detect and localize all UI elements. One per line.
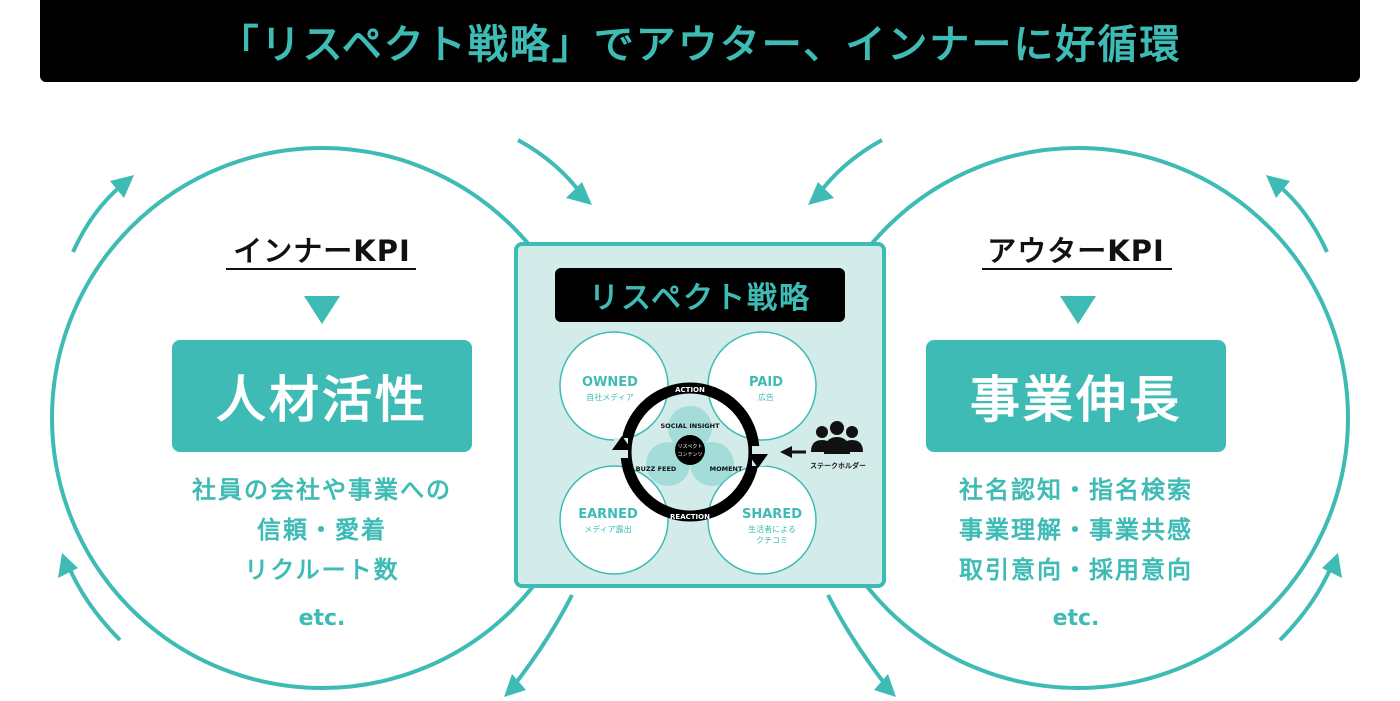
outer-result-box: 事業伸長 — [926, 340, 1226, 452]
outer-kpi-line: 事業理解・事業共感 — [959, 516, 1193, 544]
cycle-arrow-icon — [612, 436, 632, 450]
core-label: コンテンツ — [677, 452, 702, 458]
arrowhead-icon — [1266, 175, 1290, 198]
outer-etc: etc. — [1052, 606, 1100, 631]
inner-result-label: 人材活性 — [216, 371, 428, 429]
quadrant-title: EARNED — [578, 507, 638, 522]
cycle-top-label: ACTION — [675, 386, 705, 394]
triangle-down-icon — [1060, 296, 1096, 324]
arrowhead-icon — [110, 175, 134, 198]
quadrant-title: SHARED — [742, 507, 802, 522]
core-circle — [675, 435, 705, 465]
core-label: リスペクト — [678, 444, 703, 450]
strategy-title: リスペクト戦略 — [589, 281, 811, 316]
cycle-bottom-label: REACTION — [670, 513, 710, 521]
outer-kpi-title: アウターKPI — [987, 234, 1165, 268]
left-arrowheads — [58, 175, 592, 697]
outer-kpi-underline — [982, 268, 1172, 270]
inner-kpi-list: 社員の会社や事業への 信頼・愛着 リクルート数 — [150, 470, 494, 590]
arrowhead-icon — [874, 674, 896, 697]
inner-kpi-line: 社員の会社や事業への — [192, 476, 452, 504]
quadrant-sub: 生活者による — [748, 524, 796, 534]
quadrant-sub: クチコミ — [756, 536, 788, 545]
venn-social-insight — [668, 406, 712, 450]
venn-label: SOCIAL INSIGHT — [661, 422, 721, 430]
people-icon — [811, 421, 863, 454]
arrowhead-icon — [504, 674, 526, 697]
arrowhead-icon — [1322, 553, 1342, 578]
inner-etc: etc. — [298, 606, 346, 631]
quadrant-sub: メディア露出 — [584, 524, 631, 534]
stakeholder-label: ステークホルダー — [810, 461, 866, 470]
outer-result-label: 事業伸長 — [970, 371, 1182, 429]
venn-label: MOMENT — [710, 465, 743, 473]
inner-kpi-underline — [226, 268, 416, 270]
arrowhead-icon — [58, 553, 78, 578]
venn-label: BUZZ FEED — [636, 465, 677, 473]
quadrant-title: PAID — [749, 375, 783, 390]
outer-kpi-line: 社名認知・指名検索 — [959, 476, 1193, 504]
arrowhead-icon — [566, 182, 592, 205]
arrowhead-icon — [808, 182, 834, 205]
quadrant-sub: 自社メディア — [586, 392, 633, 402]
inner-kpi-title: インナーKPI — [233, 234, 411, 268]
inner-result-box: 人材活性 — [172, 340, 472, 452]
inner-kpi-line: 信頼・愛着 — [257, 516, 387, 544]
arrow-left-icon — [780, 446, 792, 458]
outer-kpi-line: 取引意向・採用意向 — [959, 556, 1193, 584]
header-banner: 「リスペクト戦略」でアウター、インナーに好循環 — [40, 0, 1360, 82]
quadrant-sub: 広告 — [758, 392, 774, 402]
inner-kpi-line: リクルート数 — [244, 556, 400, 584]
strategy-title-box: リスペクト戦略 — [555, 268, 845, 322]
quadrant-title: OWNED — [582, 375, 638, 390]
triangle-down-icon — [304, 296, 340, 324]
right-arrowheads — [808, 175, 1342, 697]
cycle-arrow-icon — [748, 454, 768, 468]
page-title: 「リスペクト戦略」でアウター、インナーに好循環 — [218, 22, 1182, 68]
outer-kpi-list: 社名認知・指名検索 事業理解・事業共感 取引意向・採用意向 — [904, 470, 1248, 590]
